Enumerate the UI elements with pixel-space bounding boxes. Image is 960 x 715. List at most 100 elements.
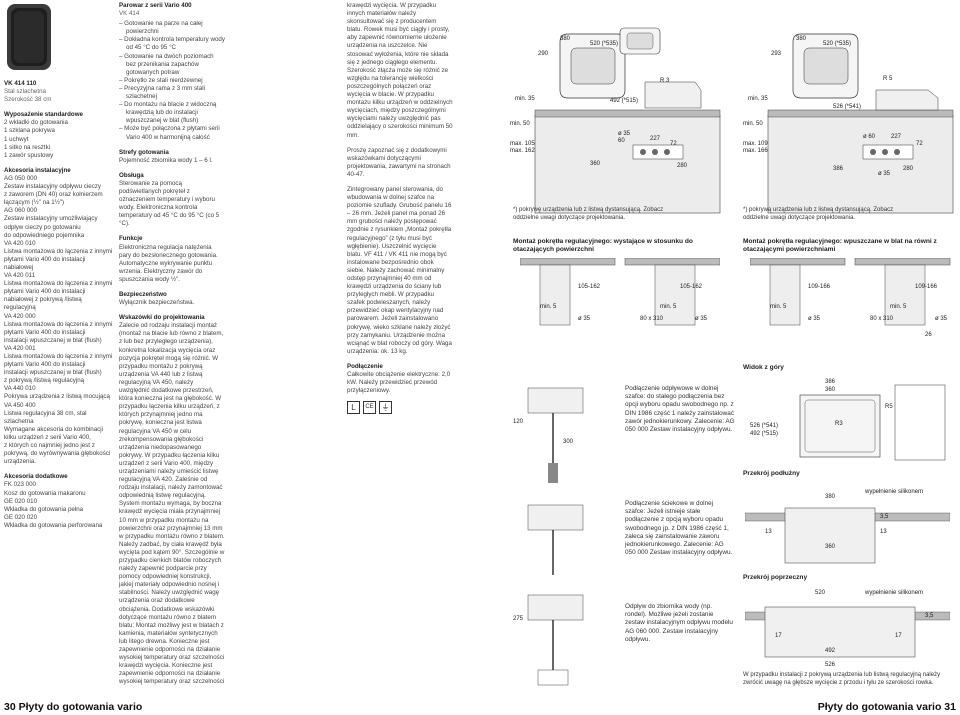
svg-text:wypełnienie silikonem: wypełnienie silikonem bbox=[864, 489, 923, 495]
acc-line: łączącym (½" na 1½") bbox=[4, 199, 65, 207]
safety-text: Wyłącznik bezpieczeństwa. bbox=[119, 299, 195, 307]
svg-text:105-162: 105-162 bbox=[578, 284, 601, 290]
svg-text:520 (*535): 520 (*535) bbox=[590, 41, 618, 47]
acc-line: nabiałowej z pokrywą /listwą bbox=[4, 296, 82, 304]
cross-section-title: Przekrój poprzeczny bbox=[743, 574, 808, 581]
svg-text:R5: R5 bbox=[885, 404, 893, 410]
acc-line: VA 440 010 bbox=[4, 385, 36, 393]
acc-line: AG 060 000 bbox=[4, 207, 38, 215]
connection-text: Całkowite obciążenie elektryczne: 2,0 kW… bbox=[347, 371, 451, 395]
svg-text:ø 35: ø 35 bbox=[935, 316, 948, 322]
svg-text:60: 60 bbox=[618, 138, 625, 144]
top-view-title: Widok z góry bbox=[743, 364, 784, 371]
acc-line: Zestaw instalacyjny odpływu cieczy bbox=[4, 183, 101, 191]
note-right: *) pokrywą urządzenia lub z listwą dysta… bbox=[743, 207, 894, 221]
svg-text:280: 280 bbox=[677, 163, 688, 169]
svg-text:ø 35: ø 35 bbox=[808, 316, 821, 322]
acc-line: VA 450 400 bbox=[4, 401, 36, 409]
svg-text:ø 35: ø 35 bbox=[695, 316, 708, 322]
svg-text:386: 386 bbox=[825, 379, 836, 385]
svg-text:3,5: 3,5 bbox=[925, 613, 934, 619]
column-description: Parowar z serii Vario 400 VK 414 Gotowan… bbox=[119, 2, 225, 687]
zone-text: Pojemność zbiornika wody 1 – 6 l. bbox=[119, 156, 213, 164]
acc-line: nabiałowej bbox=[4, 263, 34, 271]
long-section-drawing: 380 wypełnienie silikonem 3,5 13 13 360 bbox=[745, 489, 950, 564]
svg-text:380: 380 bbox=[825, 494, 836, 500]
cabinet-drawing-left: 380 520 (*535) 290 min. 35 min. 50 max. … bbox=[510, 27, 721, 214]
svg-text:26: 26 bbox=[925, 332, 932, 338]
acc-line: Listwa regulacyjna 38 cm, stal bbox=[4, 409, 87, 417]
acc-line: Zestaw instalacyjny umożliwiający bbox=[4, 215, 98, 223]
acc-line: VA 420 010 bbox=[4, 239, 36, 247]
acc-line: urządzenia. bbox=[4, 458, 36, 466]
acc-line: VA 420 011 bbox=[4, 272, 36, 280]
connection-title: Podłączenie bbox=[347, 362, 383, 370]
svg-text:ø 35: ø 35 bbox=[618, 131, 631, 137]
svg-text:min. 35: min. 35 bbox=[748, 96, 768, 102]
acc-line: z których co najmniej jedno jest z bbox=[4, 442, 95, 450]
acc-line: pokrywą, do wyrównywania głębokości bbox=[4, 450, 111, 458]
operation-title: Obsługa bbox=[119, 171, 144, 179]
functions-text: Elektroniczna regulacja natężenia pary d… bbox=[119, 243, 218, 283]
acc-line: szlachetna bbox=[4, 417, 34, 425]
planning-text: Zalecie od rodzaju instalacji montaż (mo… bbox=[119, 322, 225, 686]
svg-text:120: 120 bbox=[513, 419, 524, 425]
svg-text:492 (*515): 492 (*515) bbox=[750, 431, 778, 437]
safety-title: Bezpieczeństwo bbox=[119, 291, 167, 298]
acc-line: Listwa montażowa do łączenia z innymi bbox=[4, 320, 113, 328]
svg-text:300: 300 bbox=[563, 439, 574, 445]
svg-text:min. 5: min. 5 bbox=[660, 304, 677, 310]
certification-icons: L CE ⏚ bbox=[347, 401, 453, 415]
acc-line: płytami Vario 400 do instalacji bbox=[4, 255, 86, 263]
std-item: 1 uchwyt bbox=[4, 135, 29, 143]
operation-text: Sterowanie za pomocą podświetlanych pokr… bbox=[119, 179, 220, 228]
svg-text:72: 72 bbox=[670, 141, 677, 147]
acc-line: płytami Vario 400 do instalacji bbox=[4, 288, 86, 296]
acc-line: do odpowiedniego pojemnika bbox=[4, 231, 85, 239]
feature-item: Precyzyjna rama z 3 mm stali szlachetnej bbox=[119, 85, 225, 101]
svg-text:17: 17 bbox=[895, 633, 902, 639]
acc-line: Wymagane akcesoria do kombinacji bbox=[4, 425, 103, 433]
svg-text:17: 17 bbox=[775, 633, 782, 639]
svg-text:227: 227 bbox=[891, 134, 902, 140]
svg-text:max. 162: max. 162 bbox=[510, 148, 535, 154]
drain-caption-b: Podłączenie ściekowe w dolnej szafce: Je… bbox=[625, 500, 733, 557]
svg-text:R 5: R 5 bbox=[883, 76, 893, 82]
acc-line: instalacji wpuszczanej w blat (flush) bbox=[4, 336, 102, 344]
zone-title: Strefy gotowania bbox=[119, 148, 169, 156]
functions-title: Funkcje bbox=[119, 235, 143, 243]
knob-detail-left: 105-162 min. 5 ø 35 105-162 min. 5 80 x … bbox=[520, 258, 720, 326]
cabinet-drawing-right: 380 520 (*535) 293 min. 35 min. 50 max. … bbox=[743, 33, 954, 214]
opt-line: Wkładka do gotowania perforowana bbox=[4, 521, 103, 529]
svg-text:520: 520 bbox=[815, 590, 826, 596]
svg-text:293: 293 bbox=[771, 51, 782, 57]
ground-icon: ⏚ bbox=[379, 401, 392, 415]
acc-line: VA 420 001 bbox=[4, 344, 36, 352]
svg-text:360: 360 bbox=[825, 387, 836, 393]
svg-text:275: 275 bbox=[513, 616, 524, 622]
svg-text:wypełnienie silikonem: wypełnienie silikonem bbox=[864, 590, 923, 596]
svg-text:380: 380 bbox=[796, 36, 807, 42]
long-section-title: Przekrój podłużny bbox=[743, 470, 800, 477]
svg-text:227: 227 bbox=[650, 136, 661, 142]
svg-text:min. 50: min. 50 bbox=[743, 121, 763, 127]
std-title: Wyposażenie standardowe bbox=[4, 111, 83, 119]
drain-caption-a: Podłączenie odpływowe w dolnej szafce: d… bbox=[625, 385, 735, 434]
opt-line: Kosz do gotowania makaronu bbox=[4, 489, 86, 497]
acc-line: instalacji wpuszczanej w blat (flush) bbox=[4, 369, 102, 377]
steamer-photo bbox=[7, 4, 51, 70]
std-item: 1 szklana pokrywa bbox=[4, 127, 55, 135]
feature-item: Gotowanie na dwóch poziomach bez przenik… bbox=[119, 53, 225, 77]
opt-line: FK 023 000 bbox=[4, 481, 36, 489]
svg-text:380: 380 bbox=[560, 36, 571, 42]
planning-title: Wskazówki do projektowania bbox=[119, 314, 205, 322]
subtitle-line: Szerokość 38 cm bbox=[4, 96, 52, 104]
footer-right: Płyty do gotowania vario 31 bbox=[817, 701, 956, 713]
acc-line: Listwa montażowa do łączenia z innymi bbox=[4, 280, 113, 288]
drain-drawing-b bbox=[527, 504, 584, 575]
svg-text:R 3: R 3 bbox=[660, 78, 670, 84]
svg-text:280: 280 bbox=[903, 166, 914, 172]
l-mark-icon: L bbox=[347, 401, 360, 415]
knob-caption-left: Montaż pokrętła regulacyjnego: wystające… bbox=[513, 238, 693, 253]
